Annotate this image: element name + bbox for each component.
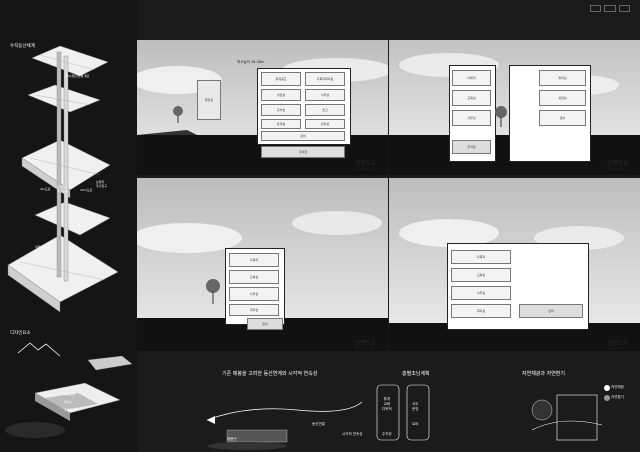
- label-pedestrian-entrance-2: 보행자 주출입구: [96, 180, 108, 188]
- room: 강의실: [261, 104, 301, 116]
- section-scale: Scale=1:150: [355, 346, 375, 350]
- diagram3-title: 자연채광과 자연환기: [522, 371, 565, 377]
- room: 휴게공간: [261, 72, 301, 86]
- section-scale: Scale=1:150: [607, 346, 627, 350]
- diagram1-title: 기존 매봉을 고려한 동선연계와 시각적 연속성: [222, 371, 318, 377]
- room: 회의실: [229, 304, 279, 316]
- room: 주차장: [261, 146, 345, 158]
- room: 창고: [305, 104, 345, 116]
- room: 주차장: [452, 140, 491, 154]
- label-15m-road: 15m도로: [80, 188, 93, 192]
- room: 사무실: [452, 110, 491, 126]
- room: 다목적회의실: [305, 72, 345, 86]
- zone-label: 휴게 교육 다목적: [382, 397, 392, 411]
- section-panel-4: 다목적 교육실 사무실 회의실 로비 단면도4 Scale=1:150: [389, 178, 640, 351]
- room: 사무실: [451, 286, 511, 300]
- header-icons: [590, 5, 630, 12]
- section-scale: Scale=1:150: [607, 167, 627, 171]
- label-rooftop-garden: 옥상정원: [64, 392, 76, 396]
- room: 사무실: [229, 287, 279, 301]
- section-title: 단면도2: [607, 160, 628, 167]
- label-vehicle-entrance: 차량출입구: [35, 245, 49, 249]
- diagram1-label: 동선연결: [312, 422, 325, 426]
- grid-icon: [604, 5, 616, 12]
- label-main-entrance: 주출입구: [64, 408, 76, 412]
- grid-icon: [590, 5, 602, 12]
- tree-icon: [495, 106, 507, 127]
- room: 교육실: [229, 270, 279, 284]
- room: 관리실: [305, 119, 345, 129]
- label-pedestrian-entrance-1: 보행자 주출입구: [57, 185, 69, 193]
- room: 상담실: [539, 90, 586, 106]
- room: 로비: [247, 318, 283, 330]
- room: 로비: [261, 131, 345, 141]
- exploded-axonometric-diagram: [7, 45, 119, 313]
- zoning-diagram: [376, 384, 430, 441]
- diagram1-label: 시각적 연속성: [342, 432, 363, 436]
- grid-icon: [618, 5, 630, 12]
- section-title: 단면도4: [607, 340, 628, 347]
- section-title: 단면도1: [355, 160, 376, 167]
- room: 회의실: [539, 70, 586, 86]
- zone-label: 로비: [412, 422, 419, 426]
- tree-icon: [173, 106, 183, 123]
- room: 다목적: [451, 250, 511, 264]
- label-stairs: 계단: [84, 74, 90, 78]
- bottom-diagram-strip: 기존 매봉을 고려한 동선연계와 시각적 연속성 매봉산 동선연결 시각적 연속…: [137, 352, 640, 452]
- ventilation-diagram: [531, 385, 610, 441]
- room: 교육실: [452, 90, 491, 106]
- room: 사무실: [305, 89, 345, 101]
- legend-daylight: 자연채광: [611, 385, 624, 389]
- circulation-diagram: [206, 401, 363, 450]
- room: 회의실: [451, 304, 511, 318]
- section-panel-1: 휴게공간 다목적회의실 상담실 사무실 강의실 창고 휴게실 관리실 로비 주차…: [137, 40, 388, 175]
- diagram1-label: 매봉산: [227, 437, 237, 441]
- zone-label: 사무 운영: [412, 402, 419, 411]
- vertical-circulation-title: 수직동선체계: [10, 44, 35, 49]
- section-panel-3: 다목적 교육실 사무실 회의실 로비 단면도3 Scale=1:150: [137, 178, 388, 351]
- legend-ventilation: 자연환기: [611, 395, 624, 399]
- section-panel-2: 다목적 교육실 사무실 회의실 상담실 로비 주차장 단면도2 Scale=1:…: [389, 40, 640, 175]
- label-ev-connection: EV(계단)연결: [66, 74, 84, 78]
- room: 다목적: [452, 70, 491, 86]
- room: 다목적: [229, 253, 279, 267]
- design-element-diagram: [5, 342, 133, 438]
- room: 로비: [519, 304, 583, 318]
- diagram2-title: 층별조닝계획: [402, 371, 430, 377]
- room: 화장실: [197, 80, 221, 120]
- left-column: 수직동선체계 E: [0, 0, 137, 452]
- room: 교육실: [451, 268, 511, 282]
- zone-label: 주차장: [382, 432, 392, 436]
- label-terrace: 테라스: [64, 400, 73, 404]
- room: 상담실: [261, 89, 301, 101]
- design-element-title: 디자인요소: [10, 331, 31, 336]
- room: 로비: [539, 110, 586, 126]
- room: 휴게실: [261, 119, 301, 129]
- tree-icon: [206, 279, 220, 304]
- section-title: 단면도3: [355, 340, 376, 347]
- label-4m-road: 4m도로: [40, 187, 51, 191]
- max-height-annotation: 최고높이 18.38m: [237, 60, 265, 64]
- section-scale: Scale=1:150: [355, 167, 375, 171]
